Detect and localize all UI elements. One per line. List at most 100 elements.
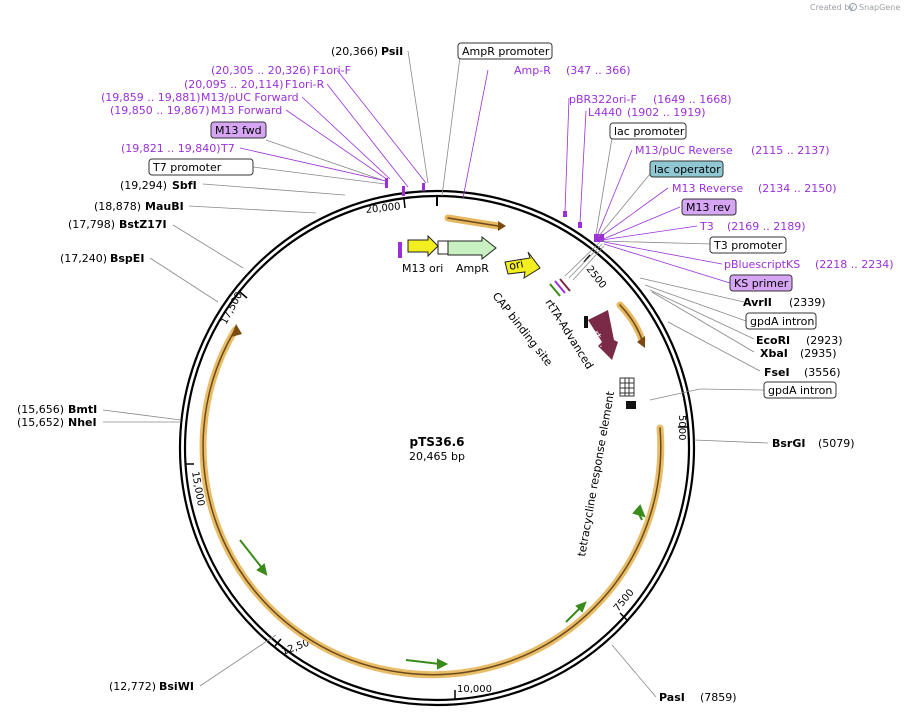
- feature-name: M13/pUC Reverse: [635, 144, 733, 157]
- enzyme-avrii[interactable]: AvrII (2339): [743, 296, 826, 309]
- feature-range: (20,305 .. 20,326): [211, 64, 311, 77]
- feature-name: F1ori-R: [285, 78, 325, 91]
- tick-label: 7500: [612, 587, 637, 614]
- label-t7-promoter[interactable]: T7 promoter: [148, 158, 254, 176]
- feature-m13-puc-forward[interactable]: (19,859 .. 19,881) M13/pUC Forward: [101, 91, 299, 104]
- enzyme-name: PasI: [659, 691, 685, 704]
- enzyme-bsrgi[interactable]: BsrGI (5079): [772, 437, 855, 450]
- enzyme-maubi[interactable]: (18,878) MauBI: [94, 200, 184, 213]
- label-text: M13 rev: [686, 201, 731, 214]
- enzyme-name: FseI: [764, 366, 790, 379]
- feature-range: (2218 .. 2234): [815, 258, 894, 271]
- ticks: [185, 198, 687, 699]
- feature-t7[interactable]: (19,821 .. 19,840) T7: [121, 142, 235, 155]
- feature-name: T7: [220, 142, 235, 155]
- enzyme-name: XbaI: [760, 347, 788, 360]
- cap-binding-site-feature: [549, 278, 571, 297]
- tre-feature: [619, 377, 636, 409]
- label-text: gpdA intron: [750, 315, 814, 328]
- label-text: T7 promoter: [152, 161, 222, 174]
- enzyme-bstz17i[interactable]: (17,798) BstZ17I: [68, 218, 167, 231]
- orange-arc-arrow-icon: [498, 221, 506, 231]
- feature-t3[interactable]: T3 (2169 .. 2189): [699, 220, 806, 233]
- feature-range: (1902 .. 1919): [627, 106, 706, 119]
- enzyme-bspei[interactable]: (17,240) BspEI: [60, 252, 144, 265]
- orange-arc-arrow-icon: [637, 336, 645, 348]
- label-ks-primer[interactable]: KS primer: [729, 274, 793, 292]
- feature-m13-reverse[interactable]: M13 Reverse (2134 .. 2150): [672, 182, 837, 195]
- enzyme-position: (15,652): [17, 416, 64, 429]
- m13-ori-label: M13 ori: [402, 262, 443, 275]
- rtta-feature: [584, 310, 618, 360]
- plasmid-name: pTS36.6: [409, 435, 464, 449]
- feature-amp-r[interactable]: Amp-R (347 .. 366): [514, 64, 631, 77]
- green-feature-arrows: [239, 504, 646, 670]
- enzyme-position: (5079): [818, 437, 855, 450]
- feature-range: (19,850 .. 19,867): [110, 104, 210, 117]
- label-text: KS primer: [734, 277, 789, 290]
- feature-name: pBR322ori-F: [569, 93, 637, 106]
- label-text: gpdA intron: [768, 384, 832, 397]
- label-m13-rev[interactable]: M13 rev: [681, 198, 737, 216]
- enzyme-name: BmtI: [68, 403, 97, 416]
- enzyme-position: (7859): [700, 691, 737, 704]
- enzyme-ecori[interactable]: EcoRI (2923): [756, 334, 843, 347]
- feature-range: (1649 .. 1668): [653, 93, 732, 106]
- feature-m13-forward[interactable]: (19,850 .. 19,867) M13 Forward: [110, 104, 282, 117]
- label-text: M13 fwd: [215, 124, 262, 137]
- enzyme-bmti[interactable]: (15,656) BmtI: [17, 403, 97, 416]
- feature-name: L4440: [588, 106, 622, 119]
- enzyme-name: EcoRI: [756, 334, 790, 347]
- enzyme-name: BstZ17I: [119, 218, 167, 231]
- enzyme-position: (17,240): [60, 252, 107, 265]
- enzyme-fsei[interactable]: FseI (3556): [764, 366, 841, 379]
- enzyme-position: (17,798): [68, 218, 115, 231]
- enzyme-nhei[interactable]: (15,652) NheI: [17, 416, 97, 429]
- feature-range: (2169 .. 2189): [727, 220, 806, 233]
- ori-label: ori: [508, 257, 525, 273]
- feature-f1ori-f[interactable]: (20,305 .. 20,326) F1ori-F: [211, 64, 351, 77]
- label-gpda-intron-2[interactable]: gpdA intron: [763, 381, 837, 399]
- label-lac-operator[interactable]: lac operator: [649, 160, 724, 178]
- enzyme-name: BspEI: [110, 252, 144, 265]
- tick-label: 10,000: [457, 684, 492, 695]
- label-m13-fwd[interactable]: M13 fwd: [210, 121, 267, 139]
- feature-name: M13 Reverse: [672, 182, 743, 195]
- feature-name: M13 Forward: [211, 104, 282, 117]
- enzyme-position: (18,878): [94, 200, 141, 213]
- enzyme-position: (20,366): [331, 45, 378, 58]
- label-gpda-intron-1[interactable]: gpdA intron: [745, 312, 817, 330]
- feature-range: (19,821 .. 19,840): [121, 142, 221, 155]
- feature-name: F1ori-F: [313, 64, 351, 77]
- label-t3-promoter[interactable]: T3 promoter: [709, 236, 787, 254]
- tick-label: 17,500: [219, 290, 245, 326]
- feature-range: (19,859 .. 19,881): [101, 91, 201, 104]
- label-ampr-promoter[interactable]: AmpR promoter: [457, 42, 553, 60]
- label-text: lac operator: [654, 163, 721, 176]
- label-lac-promoter[interactable]: lac promoter: [609, 122, 687, 140]
- enzyme-position: (3556): [804, 366, 841, 379]
- ampr-label: AmpR: [456, 262, 489, 275]
- feature-name: T3: [699, 220, 714, 233]
- enzyme-name: BsrGI: [772, 437, 805, 450]
- m13-ori-feature: [398, 234, 439, 258]
- feature-pbluescriptks[interactable]: pBluescriptKS (2218 .. 2234): [724, 258, 894, 271]
- feature-f1ori-r[interactable]: (20,095 .. 20,114) F1ori-R: [184, 78, 325, 91]
- feature-pbr322ori-f[interactable]: pBR322ori-F (1649 .. 1668): [569, 93, 732, 106]
- feature-l4440[interactable]: L4440 (1902 .. 1919): [588, 106, 706, 119]
- tre-label: tetracycline response element: [575, 390, 617, 558]
- enzyme-pasi[interactable]: PasI (7859): [659, 691, 737, 704]
- origin-marks: [385, 178, 604, 242]
- leader-lines-left-features: [239, 69, 427, 188]
- feature-name: M13/pUC Forward: [201, 91, 299, 104]
- enzyme-xbai[interactable]: XbaI (2935): [760, 347, 837, 360]
- enzyme-position: (19,294): [120, 179, 167, 192]
- enzyme-name: SbfI: [172, 179, 197, 192]
- enzyme-psii[interactable]: (20,366) PsiI: [331, 45, 403, 58]
- enzyme-sbfi[interactable]: (19,294) SbfI: [120, 179, 197, 192]
- feature-m13-puc-reverse[interactable]: M13/pUC Reverse (2115 .. 2137): [635, 144, 830, 157]
- enzyme-bsiwi[interactable]: (12,772) BsiWI: [109, 680, 194, 693]
- enzyme-position: (12,772): [109, 680, 156, 693]
- label-text: T3 promoter: [713, 239, 783, 252]
